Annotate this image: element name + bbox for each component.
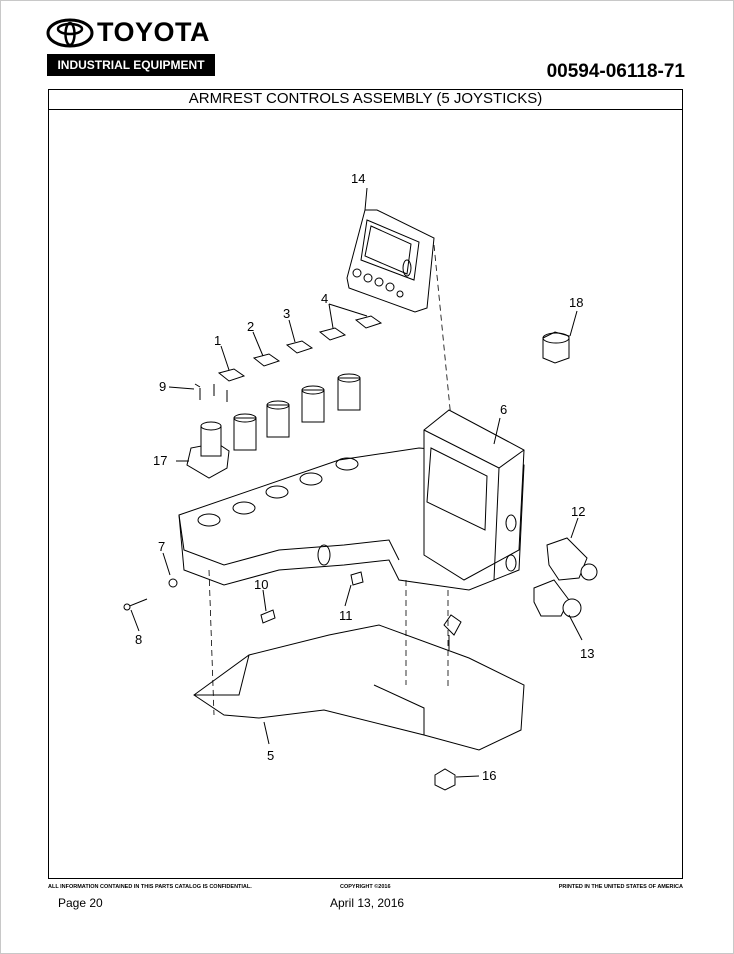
callout-9: 9 (159, 379, 166, 394)
callout-5: 5 (267, 748, 274, 763)
gaskets-1-4 (217, 315, 383, 382)
callout-13: 13 (580, 646, 594, 661)
printed-notice: PRINTED IN THE UNITED STATES OF AMERICA (558, 884, 683, 890)
callout-4: 4 (321, 291, 328, 306)
diagram-frame (48, 89, 683, 879)
joysticks (186, 373, 361, 479)
callout-8: 8 (135, 632, 142, 647)
page-title: ARMREST CONTROLS ASSEMBLY (5 JOYSTICKS) (48, 89, 683, 110)
confidential-notice: ALL INFORMATION CONTAINED IN THIS PARTS … (48, 884, 252, 890)
part-number: 00594-06118-71 (546, 61, 685, 82)
hardware-7-8-9-10-11-16 (123, 383, 462, 791)
page-number: Page 20 (58, 896, 103, 910)
callout-2: 2 (247, 319, 254, 334)
callout-leaders (130, 187, 583, 778)
brand-name: TOYOTA (97, 17, 211, 47)
callout-14: 14 (351, 171, 365, 186)
callout-18: 18 (569, 295, 583, 310)
switches-12-13 (533, 537, 598, 618)
exploded-parts-diagram: 1 2 3 4 5 6 7 8 9 10 11 12 13 14 16 17 1… (123, 171, 598, 791)
callout-6: 6 (500, 402, 507, 417)
copyright-notice: COPYRIGHT ©2016 (340, 884, 391, 890)
toyota-logo-icon (46, 18, 94, 48)
callout-16: 16 (482, 768, 496, 783)
callout-7: 7 (158, 539, 165, 554)
armrest-housing-6 (178, 409, 525, 591)
cap-18 (542, 331, 570, 364)
callout-17: 17 (153, 453, 167, 468)
callout-3: 3 (283, 306, 290, 321)
callout-numbers: 1 2 3 4 5 6 7 8 9 10 11 12 13 14 16 17 1… (135, 171, 594, 783)
print-date: April 13, 2016 (330, 896, 405, 910)
bracket-5 (193, 569, 525, 751)
display-unit-14 (346, 209, 435, 313)
callout-11: 11 (339, 608, 353, 623)
callout-12: 12 (571, 504, 585, 519)
division-band: INDUSTRIAL EQUIPMENT (47, 54, 215, 76)
callout-10: 10 (254, 577, 268, 592)
callout-1: 1 (214, 333, 221, 348)
